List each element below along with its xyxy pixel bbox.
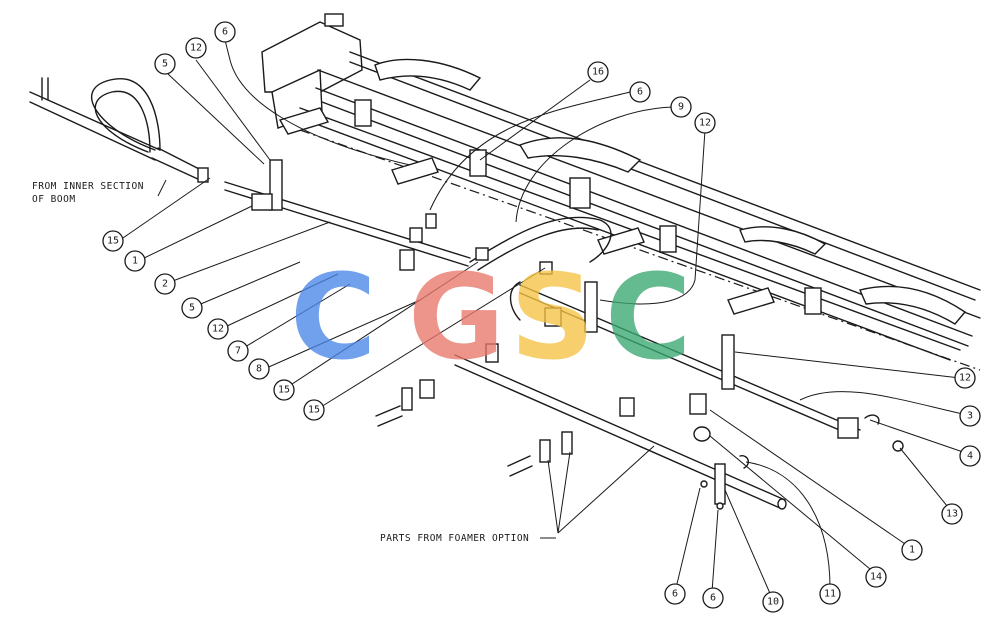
callout-9: 9 <box>670 96 692 118</box>
svg-text:5: 5 <box>189 303 195 314</box>
upper-spray-pipe <box>224 159 612 271</box>
callouts: 12 6 5 16 6 9 12 15 1 2 5 12 7 8 15 15 1… <box>102 21 981 613</box>
callout-8: 8 <box>248 358 270 380</box>
callout-2: 2 <box>154 273 176 295</box>
svg-text:10: 10 <box>767 597 779 608</box>
watermark-letter-c2: C <box>605 248 692 386</box>
callout-1-b: 1 <box>901 539 923 561</box>
callout-16: 16 <box>587 61 609 83</box>
note-foamer-option: PARTS FROM FOAMER OPTION <box>380 533 529 544</box>
callout-12-b: 12 <box>694 112 716 134</box>
callout-12-a: 12 <box>185 37 207 59</box>
svg-text:1: 1 <box>909 545 915 556</box>
leader-lines <box>119 39 964 599</box>
watermark-letter-g: G <box>408 248 505 386</box>
svg-text:6: 6 <box>637 87 643 98</box>
callout-6-b: 6 <box>629 81 651 103</box>
watermark-letter-s: S <box>510 248 595 386</box>
callout-1-a: 1 <box>124 250 146 272</box>
svg-text:7: 7 <box>235 346 241 357</box>
note-inner-section-line1: FROM INNER SECTION <box>32 181 144 192</box>
svg-text:11: 11 <box>824 589 836 600</box>
svg-text:16: 16 <box>592 67 604 78</box>
callout-3: 3 <box>959 405 981 427</box>
callout-4: 4 <box>959 445 981 467</box>
note-inner-section-line2: OF BOOM <box>32 194 76 205</box>
svg-text:1: 1 <box>132 256 138 267</box>
svg-text:6: 6 <box>222 27 228 38</box>
svg-text:6: 6 <box>710 593 716 604</box>
svg-text:12: 12 <box>190 43 202 54</box>
svg-text:6: 6 <box>672 589 678 600</box>
callout-10: 10 <box>762 591 784 613</box>
callout-12-d: 12 <box>954 367 976 389</box>
callout-6-c: 6 <box>664 583 686 605</box>
svg-text:12: 12 <box>959 373 971 384</box>
callout-11: 11 <box>819 583 841 605</box>
cgsc-watermark: C G S C <box>290 248 692 386</box>
svg-text:13: 13 <box>946 509 958 520</box>
foamer-tube <box>375 343 787 510</box>
svg-text:14: 14 <box>870 572 882 583</box>
callout-13: 13 <box>941 503 963 525</box>
svg-text:8: 8 <box>256 364 262 375</box>
svg-text:4: 4 <box>967 451 973 462</box>
svg-text:2: 2 <box>162 279 168 290</box>
callout-15-b: 15 <box>273 379 295 401</box>
callout-5-b: 5 <box>181 297 203 319</box>
callout-6-a: 6 <box>214 21 236 43</box>
svg-text:15: 15 <box>278 385 290 396</box>
callout-14: 14 <box>865 566 887 588</box>
right-spray-pipe <box>509 261 904 452</box>
notes: FROM INNER SECTION OF BOOM PARTS FROM FO… <box>32 181 529 544</box>
callout-7: 7 <box>227 340 249 362</box>
boom-frame <box>261 13 981 371</box>
callout-15-c: 15 <box>303 399 325 421</box>
callout-12-c: 12 <box>207 318 229 340</box>
watermark-letter-c1: C <box>290 248 377 386</box>
svg-text:12: 12 <box>699 118 711 129</box>
callout-15-a: 15 <box>102 230 124 252</box>
callout-5-a: 5 <box>154 53 176 75</box>
svg-text:15: 15 <box>107 236 119 247</box>
svg-text:9: 9 <box>678 102 684 113</box>
svg-text:15: 15 <box>308 405 320 416</box>
svg-text:12: 12 <box>212 324 224 335</box>
callout-6-d: 6 <box>702 587 724 609</box>
svg-text:3: 3 <box>967 411 973 422</box>
inner-boom-hose <box>29 77 209 183</box>
svg-text:5: 5 <box>162 59 168 70</box>
